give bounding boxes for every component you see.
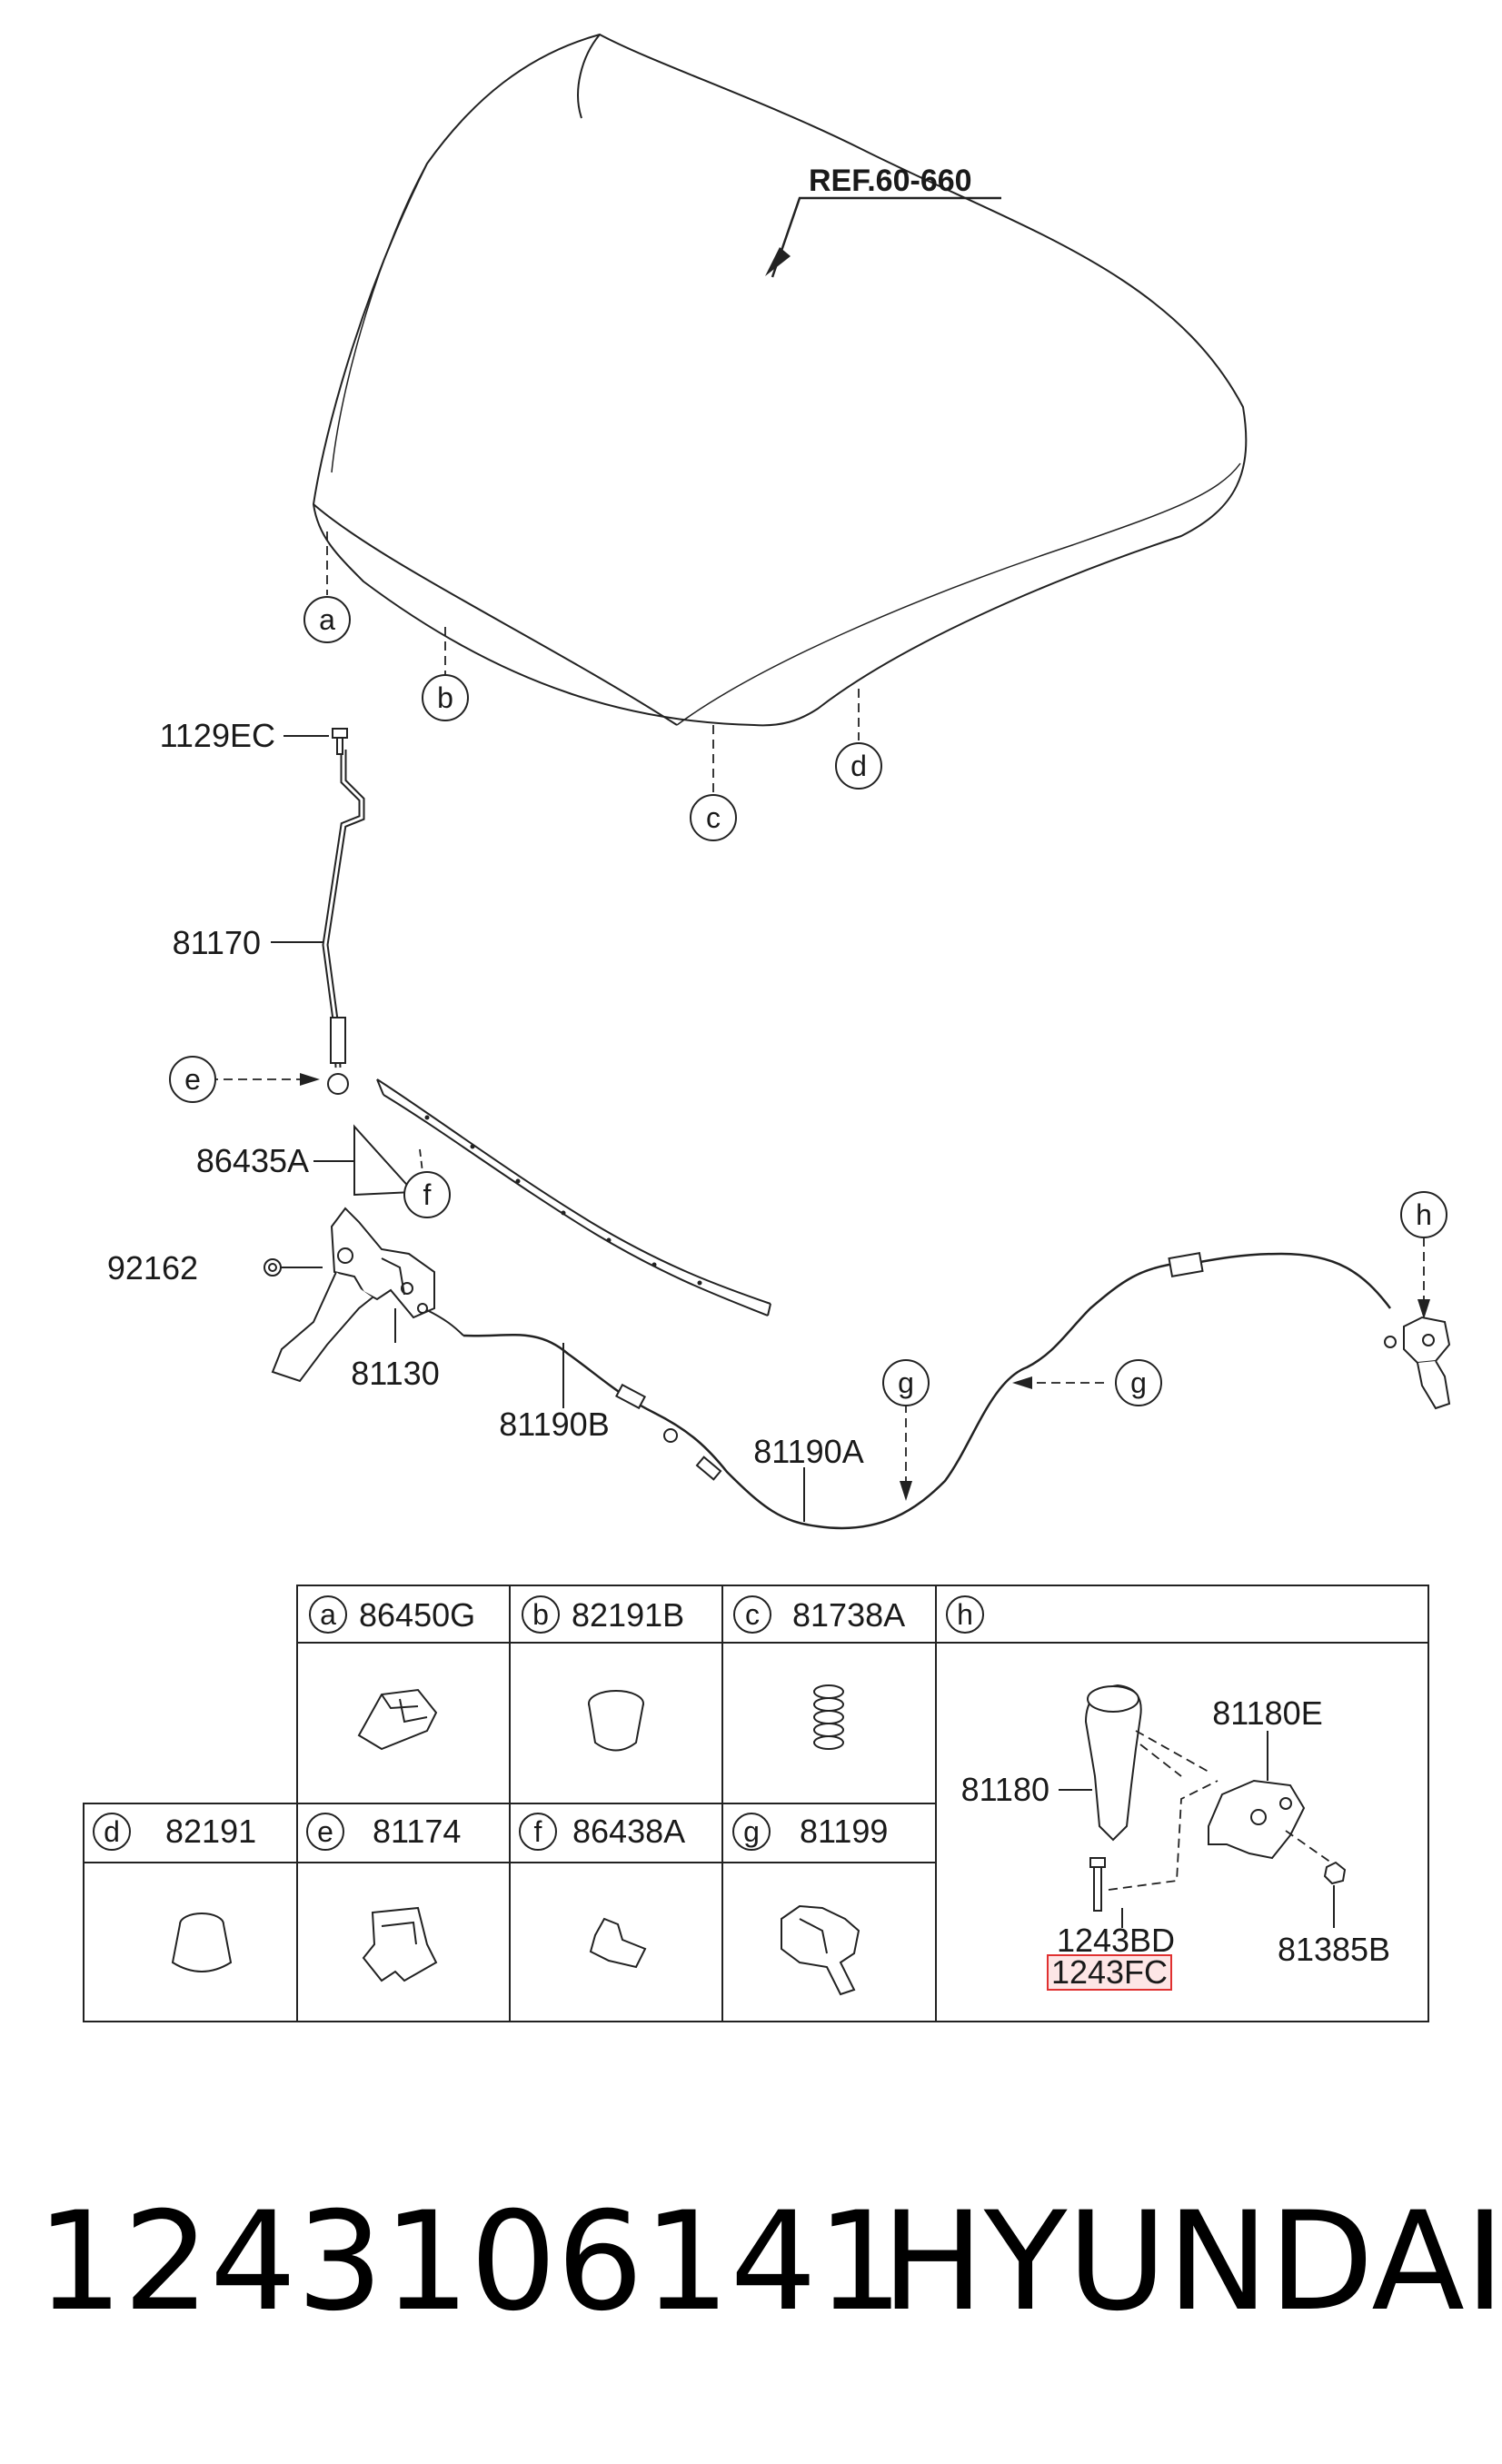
release-handle-assembly [1403, 1316, 1451, 1410]
svg-text:e: e [184, 1063, 201, 1096]
table-cell-d-header: d 82191 [93, 1813, 256, 1851]
label-81180: 81180 [961, 1771, 1049, 1808]
svg-text:g: g [898, 1366, 914, 1399]
ref-label: REF.60-660 [809, 164, 972, 198]
table-cell-e-header: e 81174 [306, 1813, 461, 1851]
svg-text:a: a [319, 603, 335, 636]
table-cell-f-header: f 86438A [519, 1813, 685, 1851]
part-81738A-icon [813, 1684, 844, 1750]
svg-text:86450G: 86450G [359, 1596, 475, 1634]
callout-f: f [403, 1171, 451, 1218]
callout-c: c [690, 794, 737, 841]
parts-table-grid [83, 1585, 1429, 2022]
label-81130: 81130 [351, 1355, 439, 1392]
part-82191B-icon [588, 1690, 644, 1752]
svg-text:a: a [320, 1598, 336, 1631]
label-81190B: 81190B [499, 1406, 609, 1443]
svg-text:82191B: 82191B [572, 1596, 684, 1634]
weatherstrip-clips [424, 1115, 702, 1286]
h-cell-leaders [1059, 1731, 1335, 1928]
hood-panel [312, 33, 1248, 727]
bolt-icon [332, 728, 348, 755]
svg-text:81199: 81199 [800, 1813, 888, 1850]
hood-stay-rod [322, 750, 365, 1095]
svg-text:d: d [850, 750, 867, 782]
callout-d: d [835, 742, 882, 790]
callout-circles: a b c d e f g g h [169, 596, 1447, 1406]
svg-text:81174: 81174 [373, 1813, 461, 1850]
svg-text:h: h [957, 1598, 973, 1631]
label-1243BD: 1243BD [1057, 1922, 1175, 1959]
callout-e: e [169, 1056, 216, 1103]
callout-g-lower: g [882, 1359, 930, 1406]
bolt-92162-icon [264, 1258, 282, 1277]
svg-text:d: d [104, 1815, 120, 1848]
svg-text:b: b [437, 681, 453, 714]
svg-text:c: c [706, 801, 721, 834]
svg-text:82191: 82191 [165, 1813, 256, 1850]
part-86450G-icon [357, 1688, 438, 1751]
svg-text:g: g [1130, 1366, 1147, 1399]
weatherstrip-seal [376, 1078, 771, 1316]
release-cable [417, 1252, 1397, 1535]
label-81180E: 81180E [1212, 1694, 1322, 1732]
part-86438A-icon [589, 1917, 647, 1969]
table-cell-b-header: b 82191B [522, 1595, 684, 1634]
part-number: 1243106141 [36, 2183, 904, 2341]
label-81190A: 81190A [753, 1433, 863, 1470]
bolt-1243BD-icon [1089, 1857, 1106, 1912]
label-92162: 92162 [107, 1249, 198, 1287]
part-81174-icon [362, 1906, 438, 1982]
svg-text:b: b [532, 1598, 549, 1631]
label-81170: 81170 [173, 924, 261, 961]
callout-a: a [303, 596, 351, 643]
svg-text:86438A: 86438A [572, 1813, 685, 1850]
svg-text:81738A: 81738A [792, 1596, 905, 1634]
hood-callout-leaders [326, 532, 860, 798]
ref-arrowhead [765, 247, 791, 276]
svg-text:c: c [745, 1598, 760, 1631]
label-1243FC: 1243FC [1051, 1953, 1168, 1991]
svg-text:g: g [743, 1815, 760, 1848]
part-82191-icon [171, 1913, 233, 1972]
h-cell-leaders-dashed [1108, 1730, 1332, 1891]
table-cell-a-header: a 86450G [309, 1595, 475, 1634]
ref-leader-line [771, 196, 1001, 278]
svg-text:f: f [534, 1815, 542, 1848]
svg-text:e: e [317, 1815, 333, 1848]
label-1129EC: 1129EC [160, 717, 275, 754]
table-cell-h-header: h [946, 1595, 984, 1634]
part-81199-icon [781, 1904, 860, 1996]
highlight-box [1047, 1954, 1172, 1991]
table-cell-g-header: g 81199 [732, 1813, 888, 1851]
callout-b: b [422, 674, 469, 721]
table-cell-c-header: c 81738A [733, 1595, 905, 1634]
handle-81180-icon [1084, 1684, 1142, 1842]
callout-h: h [1400, 1191, 1447, 1238]
label-86435A: 86435A [196, 1142, 309, 1179]
svg-text:h: h [1416, 1198, 1432, 1231]
hood-latch-assembly [271, 1207, 435, 1383]
brand-name: HYUNDAI [881, 2183, 1502, 2341]
nut-81385B-icon [1323, 1861, 1347, 1885]
latch-81180E-icon [1208, 1779, 1306, 1860]
label-81385B: 81385B [1278, 1931, 1390, 1968]
callout-g-right: g [1115, 1359, 1162, 1406]
svg-text:f: f [423, 1178, 432, 1211]
